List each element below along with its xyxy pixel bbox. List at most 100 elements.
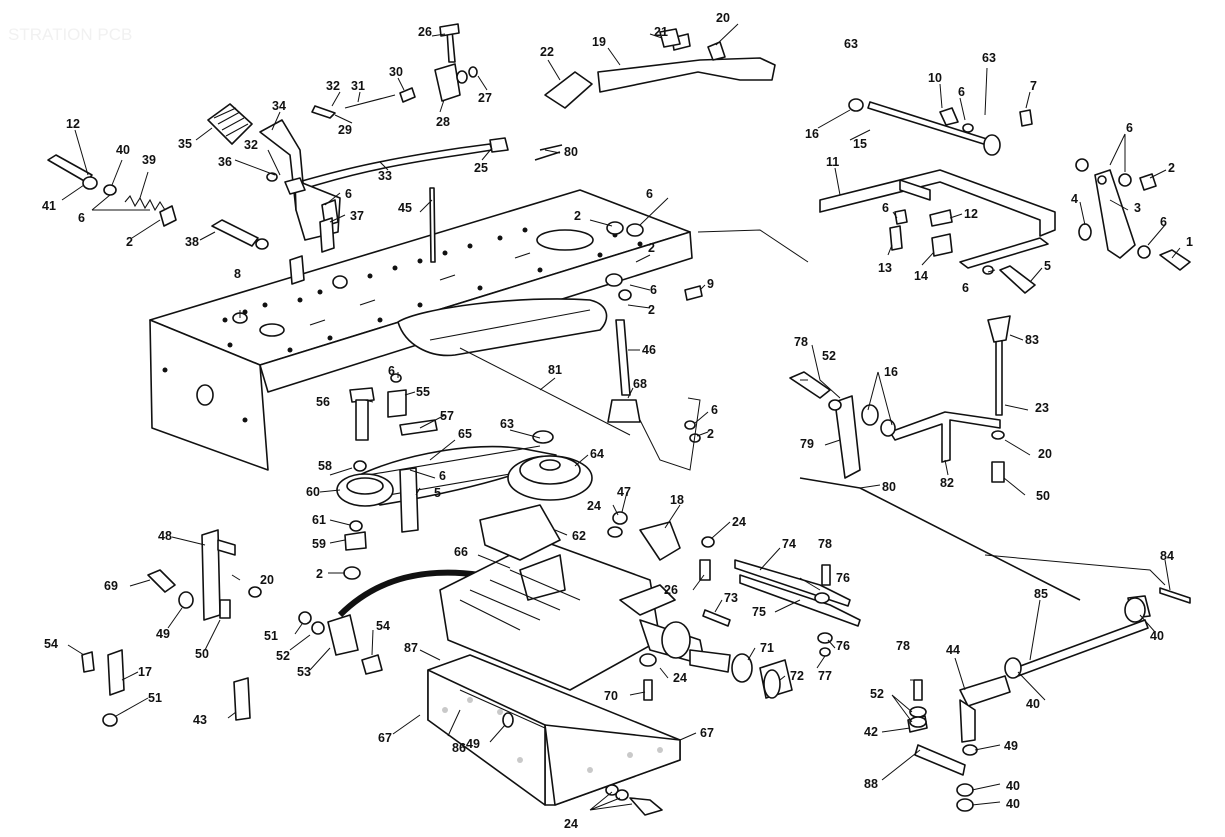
callout-49: 49 <box>156 627 170 641</box>
callout-49: 49 <box>1004 739 1018 753</box>
callout-40: 40 <box>116 143 130 157</box>
callout-31: 31 <box>351 79 365 93</box>
callout-86: 86 <box>452 741 466 755</box>
callout-85: 85 <box>1034 587 1048 601</box>
callout-23: 23 <box>1035 401 1049 415</box>
callout-21: 21 <box>654 25 668 39</box>
callout-6: 6 <box>711 403 718 417</box>
callout-67: 67 <box>378 731 392 745</box>
callout-6: 6 <box>1126 121 1133 135</box>
callout-29: 29 <box>338 123 352 137</box>
callout-26: 26 <box>664 583 678 597</box>
cross-rod <box>867 101 1001 156</box>
callout-labels: 1 2 2 2 2 2 2 2 3 4 5 5 6 6 6 6 6 6 6 6 … <box>42 11 1193 831</box>
callout-6: 6 <box>650 283 657 297</box>
callout-83: 83 <box>1025 333 1039 347</box>
callout-39: 39 <box>142 153 156 167</box>
callout-78: 78 <box>794 335 808 349</box>
callout-6: 6 <box>345 187 352 201</box>
callout-35: 35 <box>178 137 192 151</box>
callout-58: 58 <box>318 459 332 473</box>
callout-63: 63 <box>844 37 858 51</box>
callout-77: 77 <box>818 669 832 683</box>
callout-82: 82 <box>940 476 954 490</box>
callout-79: 79 <box>800 437 814 451</box>
rear-frame <box>427 654 681 806</box>
callout-17: 17 <box>138 665 152 679</box>
callout-52: 52 <box>276 649 290 663</box>
callout-49: 49 <box>466 737 480 751</box>
callout-2: 2 <box>316 567 323 581</box>
callout-27: 27 <box>478 91 492 105</box>
callout-54: 54 <box>44 637 58 651</box>
top-bracket <box>311 23 461 119</box>
callout-24: 24 <box>732 515 746 529</box>
callout-44: 44 <box>946 643 960 657</box>
shift-rod <box>294 137 509 191</box>
bolt-38 <box>211 219 269 250</box>
callout-6: 6 <box>78 211 85 225</box>
top-linkage <box>544 33 776 109</box>
callout-32: 32 <box>244 138 258 152</box>
callout-61: 61 <box>312 513 326 527</box>
bracket-53 <box>327 614 383 675</box>
callout-15: 15 <box>853 137 867 151</box>
callout-69: 69 <box>104 579 118 593</box>
callout-38: 38 <box>185 235 199 249</box>
callout-24: 24 <box>587 499 601 513</box>
callout-78: 78 <box>818 537 832 551</box>
callout-54: 54 <box>376 619 390 633</box>
callout-5: 5 <box>434 486 441 500</box>
leader-lines <box>61 23 1181 811</box>
axle-bearing <box>731 653 793 699</box>
callout-59: 59 <box>312 537 326 551</box>
callout-46: 46 <box>642 343 656 357</box>
callout-2: 2 <box>707 427 714 441</box>
callout-55: 55 <box>416 385 430 399</box>
callout-52: 52 <box>870 687 884 701</box>
callout-32: 32 <box>326 79 340 93</box>
callout-65: 65 <box>458 427 472 441</box>
callout-6: 6 <box>958 85 965 99</box>
callout-26: 26 <box>418 25 432 39</box>
callout-14: 14 <box>914 269 928 283</box>
bolt-56 <box>349 387 419 533</box>
callout-2: 2 <box>648 303 655 317</box>
callout-88: 88 <box>864 777 878 791</box>
cable-thick <box>337 569 481 618</box>
callout-63: 63 <box>982 51 996 65</box>
callout-84: 84 <box>1160 549 1174 563</box>
callout-12: 12 <box>66 117 80 131</box>
callout-20: 20 <box>716 11 730 25</box>
callout-48: 48 <box>158 529 172 543</box>
steering-shaft <box>907 587 1191 812</box>
callout-10: 10 <box>928 71 942 85</box>
callout-53: 53 <box>297 665 311 679</box>
callout-63: 63 <box>500 417 514 431</box>
callout-25: 25 <box>474 161 488 175</box>
callout-12: 12 <box>964 207 978 221</box>
callout-11: 11 <box>826 155 839 169</box>
callout-37: 37 <box>350 209 364 223</box>
callout-62: 62 <box>572 529 586 543</box>
callout-76: 76 <box>836 639 850 653</box>
callout-51: 51 <box>148 691 162 705</box>
callout-8: 8 <box>234 267 241 281</box>
callout-52: 52 <box>822 349 836 363</box>
callout-50: 50 <box>1036 489 1050 503</box>
callout-6: 6 <box>882 201 889 215</box>
callout-13: 13 <box>878 261 892 275</box>
callout-56: 56 <box>316 395 330 409</box>
clutch-linkage <box>789 315 1081 601</box>
callout-16: 16 <box>805 127 819 141</box>
callout-36: 36 <box>218 155 232 169</box>
callout-43: 43 <box>193 713 207 727</box>
loose-hardware <box>232 28 1191 816</box>
callout-57: 57 <box>440 409 454 423</box>
callout-80: 80 <box>564 145 578 159</box>
callout-72: 72 <box>790 669 804 683</box>
callout-16: 16 <box>884 365 898 379</box>
callout-41: 41 <box>42 199 56 213</box>
transaxle <box>439 504 731 691</box>
